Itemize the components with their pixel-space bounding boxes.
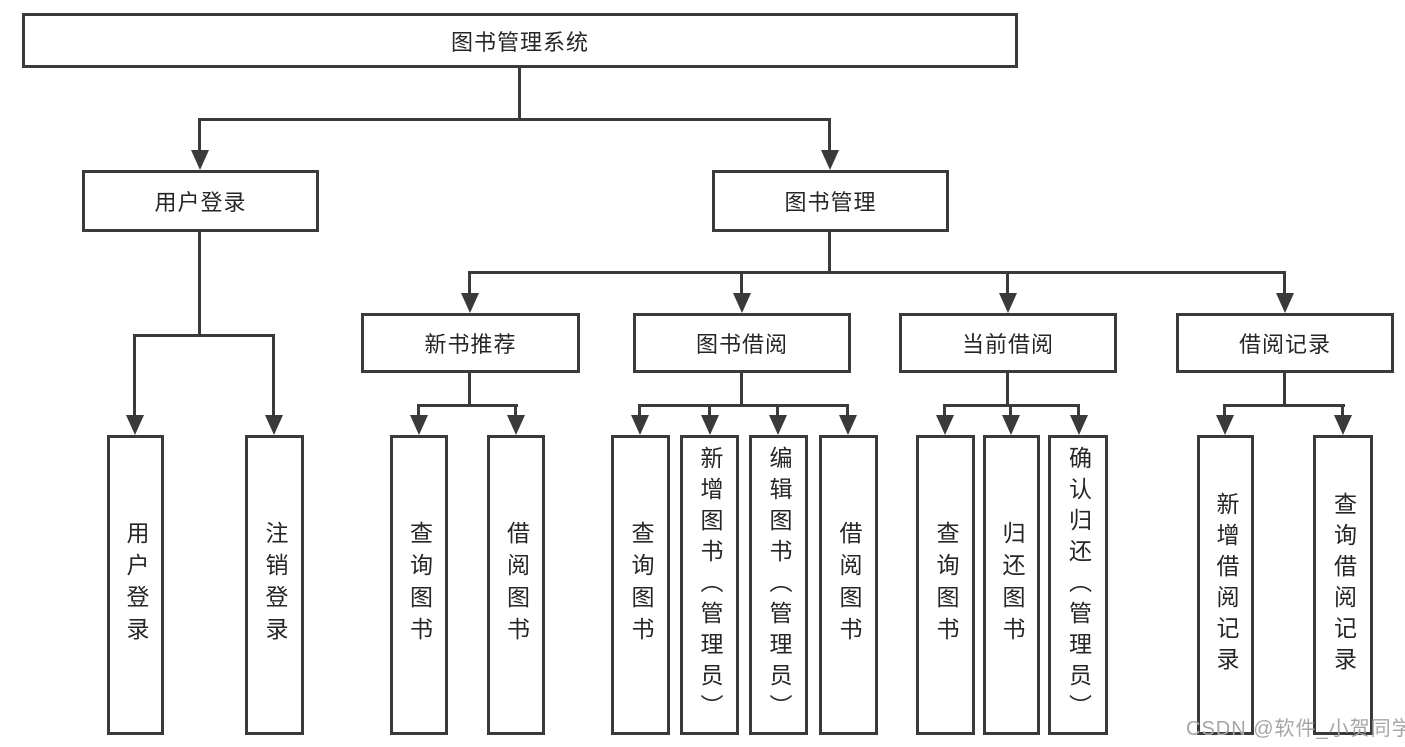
leaf-label: 查询图书 (628, 521, 654, 649)
leaf-query-borrow-record: 查询借阅记录 (1313, 435, 1373, 735)
connector-line (417, 404, 518, 407)
leaf-query-books-current: 查询图书 (916, 435, 975, 735)
leaf-label: 新增借阅记录 (1213, 492, 1239, 678)
connector-line (828, 230, 831, 273)
connector-line (1006, 370, 1009, 407)
arrowhead-down-icon (191, 150, 209, 170)
leaf-label: 借阅图书 (836, 521, 862, 649)
connector-line (133, 334, 275, 337)
connector-line (1077, 404, 1080, 417)
leaf-label: 借阅图书 (503, 521, 530, 649)
connector-line (1223, 404, 1345, 407)
connector-line (198, 118, 831, 121)
connector-line (638, 404, 849, 407)
node-new-book-recommendation: 新书推荐 (361, 313, 580, 373)
connector-line (828, 118, 831, 152)
leaf-add-borrow-record: 新增借阅记录 (1197, 435, 1254, 735)
arrowhead-down-icon (631, 415, 649, 435)
arrowhead-down-icon (126, 415, 144, 435)
arrowhead-down-icon (733, 293, 751, 313)
leaf-label: 编辑图书（管理员） (766, 445, 792, 725)
connector-line (518, 66, 521, 120)
arrowhead-down-icon (265, 415, 283, 435)
connector-line (198, 118, 201, 152)
leaf-label: 确认归还（管理员） (1065, 445, 1092, 725)
leaf-return-books: 归还图书 (983, 435, 1040, 735)
connector-line (468, 271, 1286, 274)
connector-line (1009, 404, 1012, 417)
csdn-watermark: CSDN @软件_小贺同学 (1186, 718, 1405, 740)
leaf-label: 用户登录 (123, 521, 149, 649)
connector-line (638, 404, 641, 417)
connector-line (1223, 404, 1226, 417)
arrowhead-down-icon (839, 415, 857, 435)
connector-line (1341, 404, 1344, 417)
leaf-query-books-borrow: 查询图书 (611, 435, 670, 735)
leaf-label: 归还图书 (999, 521, 1025, 649)
arrowhead-down-icon (1276, 293, 1294, 313)
connector-line (1283, 370, 1286, 407)
connector-line (468, 271, 471, 295)
connector-line (272, 334, 275, 417)
arrowhead-down-icon (1070, 415, 1088, 435)
connector-line (776, 404, 779, 417)
arrowhead-down-icon (507, 415, 525, 435)
arrowhead-down-icon (821, 150, 839, 170)
node-user-login: 用户登录 (82, 170, 319, 232)
connector-line (133, 334, 136, 417)
arrowhead-down-icon (461, 293, 479, 313)
node-book-borrowing: 图书借阅 (633, 313, 851, 373)
node-book-management: 图书管理 (712, 170, 949, 232)
connector-line (1283, 271, 1286, 295)
connector-line (708, 404, 711, 417)
leaf-add-books-admin: 新增图书（管理员） (680, 435, 739, 735)
connector-line (514, 404, 517, 417)
connector-line (846, 404, 849, 417)
leaf-label: 新增图书（管理员） (697, 445, 723, 725)
arrowhead-down-icon (1216, 415, 1234, 435)
connector-line (468, 370, 471, 407)
arrowhead-down-icon (936, 415, 954, 435)
connector-line (198, 230, 201, 336)
leaf-user-login: 用户登录 (107, 435, 164, 735)
arrowhead-down-icon (769, 415, 787, 435)
leaf-edit-books-admin: 编辑图书（管理员） (749, 435, 808, 735)
leaf-label: 查询借阅记录 (1330, 492, 1357, 678)
node-library-management-system: 图书管理系统 (22, 13, 1018, 68)
arrowhead-down-icon (1002, 415, 1020, 435)
connector-line (1006, 271, 1009, 295)
leaf-label: 查询图书 (933, 521, 959, 649)
arrowhead-down-icon (410, 415, 428, 435)
connector-line (740, 370, 743, 407)
leaf-logout: 注销登录 (245, 435, 304, 735)
leaf-label: 查询图书 (406, 521, 433, 649)
leaf-borrow-books: 借阅图书 (819, 435, 878, 735)
connector-line (740, 271, 743, 295)
node-borrowing-records: 借阅记录 (1176, 313, 1394, 373)
connector-line (943, 404, 946, 417)
arrowhead-down-icon (999, 293, 1017, 313)
arrowhead-down-icon (701, 415, 719, 435)
node-current-borrowing: 当前借阅 (899, 313, 1117, 373)
leaf-query-books-recommend: 查询图书 (390, 435, 448, 735)
leaf-label: 注销登录 (262, 521, 288, 649)
leaf-borrow-books-recommend: 借阅图书 (487, 435, 545, 735)
leaf-confirm-return-admin: 确认归还（管理员） (1048, 435, 1108, 735)
arrowhead-down-icon (1334, 415, 1352, 435)
connector-line (417, 404, 420, 417)
